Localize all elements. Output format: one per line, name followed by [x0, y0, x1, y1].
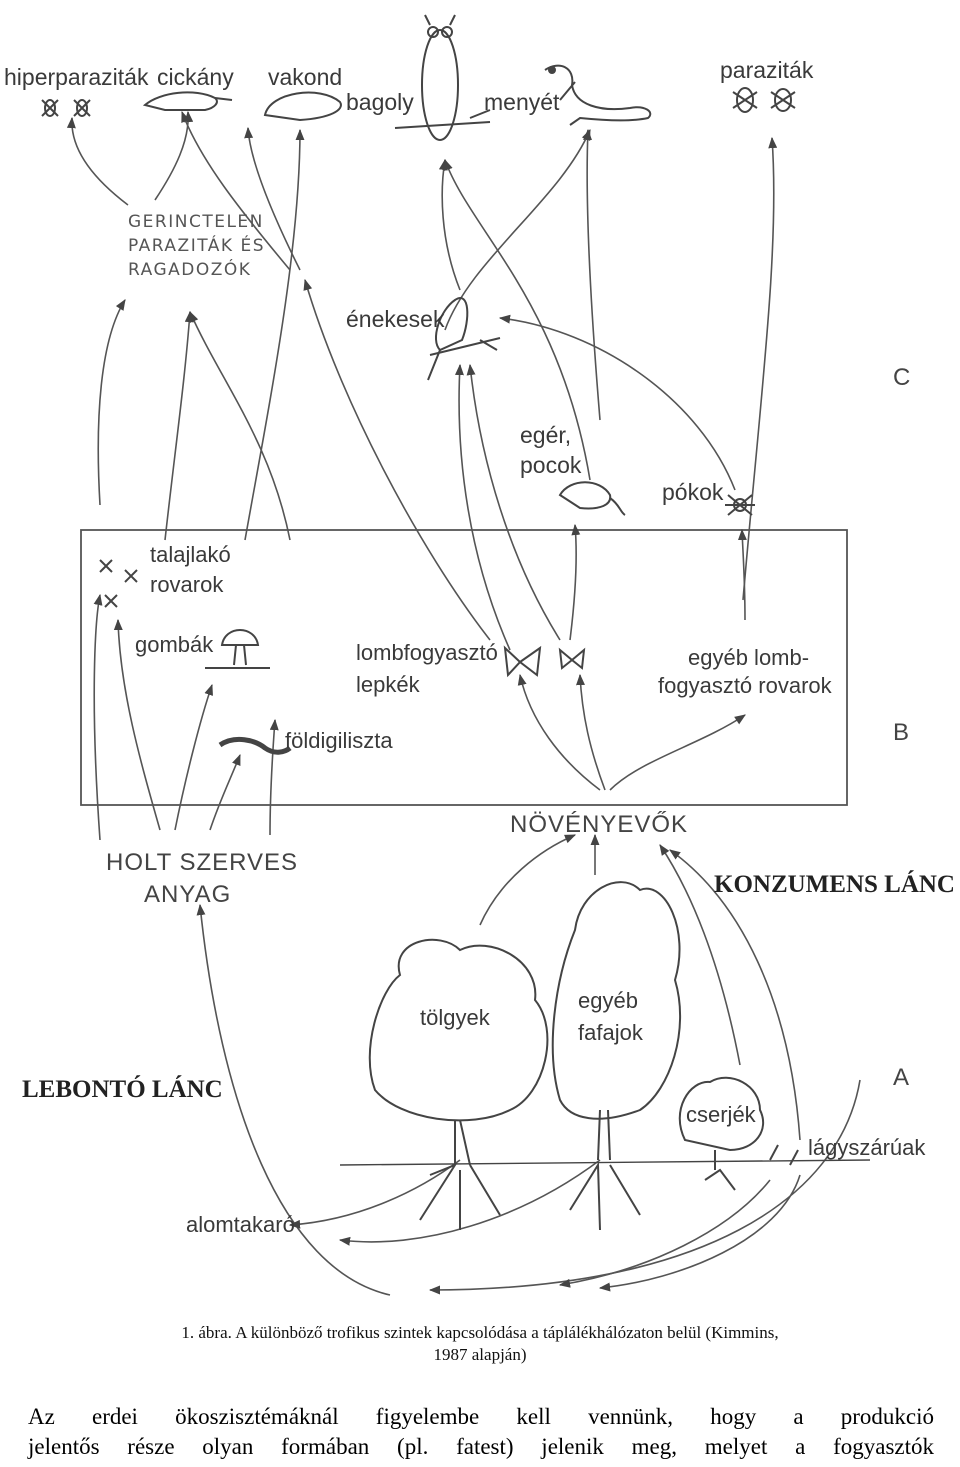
- zone-a-label: A: [893, 1064, 909, 1091]
- label-gerinctelen-2: PARAZITÁK ÉS: [128, 234, 265, 256]
- body-paragraph: Az erdei ökoszisztémáknál figyelembe kel…: [28, 1402, 934, 1462]
- food-web-diagram: hiperparaziták cickány vakond bagoly men…: [4, 14, 955, 1296]
- soil-insects-icon: [99, 559, 138, 608]
- caption-line-2: 1987 alapján): [433, 1345, 527, 1364]
- label-menyet: menyét: [484, 89, 560, 115]
- label-egyeb: egyéb: [578, 988, 638, 1013]
- songbird-icon: [427, 297, 501, 381]
- label-novenyevok: NÖVÉNYEVŐK: [510, 811, 688, 838]
- shrew-icon: [142, 91, 233, 111]
- body-line-2: jelentős része olyan formában (pl. fates…: [28, 1434, 934, 1459]
- label-gerinctelen-3: RAGADOZÓK: [128, 258, 251, 280]
- label-cserjek: cserjék: [686, 1102, 757, 1127]
- weasel-icon: [544, 64, 652, 126]
- label-foldigiliszta: földigiliszta: [285, 728, 393, 753]
- label-gerinctelen-1: GERINCTELEN: [128, 212, 264, 232]
- label-bagoly: bagoly: [346, 89, 414, 115]
- caption-line-1: 1. ábra. A különböző trofikus szintek ka…: [181, 1323, 779, 1342]
- label-fogyaszto-rovarok: fogyasztó rovarok: [658, 673, 833, 698]
- trees-icon: [339, 881, 871, 1231]
- zone-b-box: [80, 529, 848, 806]
- label-rovarok: rovarok: [150, 572, 224, 597]
- label-pocok: pocok: [520, 452, 582, 478]
- earthworm-icon: [218, 736, 292, 755]
- label-konzumens-lanc: KONZUMENS LÁNC: [714, 870, 955, 898]
- label-alomtakaro: alomtakaró: [186, 1212, 295, 1237]
- butterflies-icon: [503, 645, 586, 678]
- label-enekesek: énekesek: [346, 306, 445, 332]
- figure-caption: 1. ábra. A különböző trofikus szintek ka…: [0, 1322, 960, 1366]
- label-fafajok: fafajok: [578, 1020, 644, 1045]
- mushroom-icon: [205, 629, 270, 669]
- label-lepkek: lepkék: [356, 672, 421, 697]
- hyperparasite-insects-icon: [41, 99, 91, 117]
- label-cickany: cickány: [157, 64, 234, 90]
- zone-b-label: B: [893, 719, 909, 746]
- label-lombfogyaszto: lombfogyasztó: [356, 640, 498, 665]
- label-eger: egér,: [520, 422, 571, 448]
- label-egyeb-lomb: egyéb lomb-: [688, 645, 809, 670]
- label-holt-szerves: HOLT SZERVES: [106, 849, 298, 876]
- zone-c-label: C: [893, 364, 910, 391]
- owl-icon: [394, 14, 491, 141]
- spider-icon: [725, 494, 755, 516]
- body-line-1: Az erdei ökoszisztémáknál figyelembe kel…: [28, 1404, 934, 1429]
- label-lagyszaruak: lágyszárúak: [808, 1135, 926, 1160]
- label-lebonto-lanc: LEBONTÓ LÁNC: [22, 1075, 223, 1103]
- label-anyag: ANYAG: [144, 881, 231, 908]
- label-hiperparazitak: hiperparaziták: [4, 64, 149, 90]
- food-web-arrows: [66, 110, 861, 1296]
- label-parazitak: paraziták: [720, 57, 814, 83]
- mole-icon: [263, 91, 342, 122]
- label-talajlako: talajlakó: [150, 542, 231, 567]
- label-vakond: vakond: [268, 64, 342, 90]
- mouse-icon: [558, 481, 626, 516]
- parasite-beetles-icon: [732, 87, 796, 113]
- label-pokok: pókok: [662, 479, 724, 505]
- label-tolgyek: tölgyek: [420, 1005, 491, 1030]
- label-gombak: gombák: [135, 632, 214, 657]
